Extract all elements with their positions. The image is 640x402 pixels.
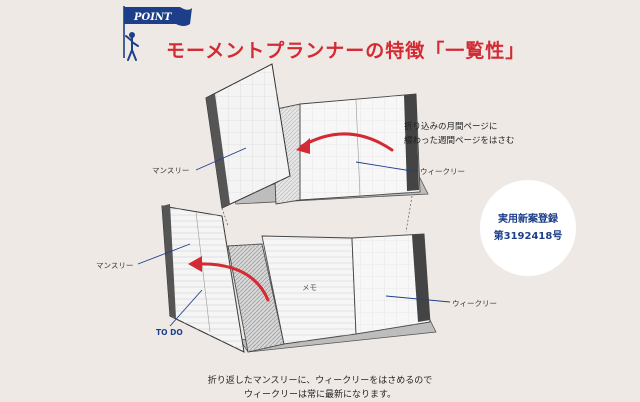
fold-note-line1: 折り込みの月間ページに [404,122,498,132]
label-weekly-top: ウィークリー [420,167,465,176]
caption-line2: ウィークリーは常に最新になります。 [243,390,397,400]
caption-line1: 折り返したマンスリーに、ウィークリーをはさめるので [207,376,433,386]
top-planner [205,63,429,209]
point-flag-icon: POINT [123,6,192,61]
fold-note: 折り込みの月間ページに 綴わった週間ページをはさむ [404,120,514,148]
label-weekly-bottom: ウィークリー [452,299,497,308]
label-todo: TO DO [156,328,183,337]
page-title: モーメントプランナーの特徴「一覧性」 [166,40,526,62]
flag-label: POINT [133,12,173,23]
bottom-caption: 折り返したマンスリーに、ウィークリーをはさめるので ウィークリーは常に最新になり… [0,374,640,402]
patent-badge-line2: 第3192418号 [493,231,563,242]
bottom-planner [161,204,437,353]
label-monthly-bottom: マンスリー [96,261,134,270]
label-monthly-top: マンスリー [152,166,190,175]
patent-badge: 実用新案登録 第3192418号 [480,180,576,276]
red-arrow-top [300,132,394,152]
red-arrow-bottom [194,262,270,302]
fold-note-line2: 綴わった週間ページをはさむ [404,136,515,146]
label-memo: メモ [302,283,317,292]
patent-badge-line1: 実用新案登録 [498,214,558,225]
